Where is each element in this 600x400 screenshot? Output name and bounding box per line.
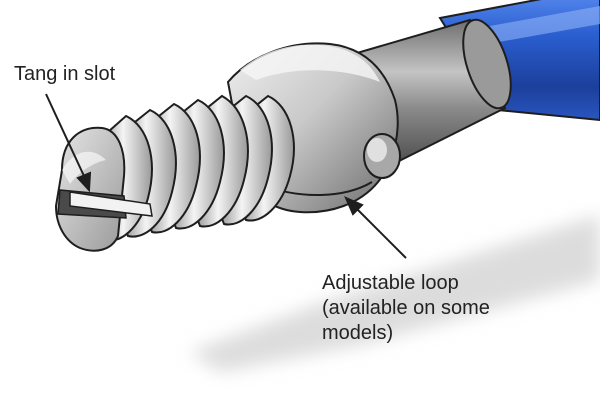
- cast-shadow: [190, 215, 600, 372]
- adjustable-loop-label: Adjustable loop (available on some model…: [322, 271, 490, 346]
- tang-arrow: [45, 93, 92, 193]
- loop-arrow: [344, 196, 407, 259]
- tang: [69, 191, 153, 217]
- auger-tip: [54, 126, 153, 252]
- coil-spring: [98, 94, 295, 242]
- adjustable-loop-label-line-2: (available on some: [322, 297, 490, 319]
- loop-knob: [363, 133, 401, 179]
- tang-in-slot-label: Tang in slot: [14, 63, 116, 85]
- adjustable-loop-label-line-1: Adjustable loop: [322, 272, 459, 294]
- adjustable-loop-label-line-3: models): [322, 322, 394, 344]
